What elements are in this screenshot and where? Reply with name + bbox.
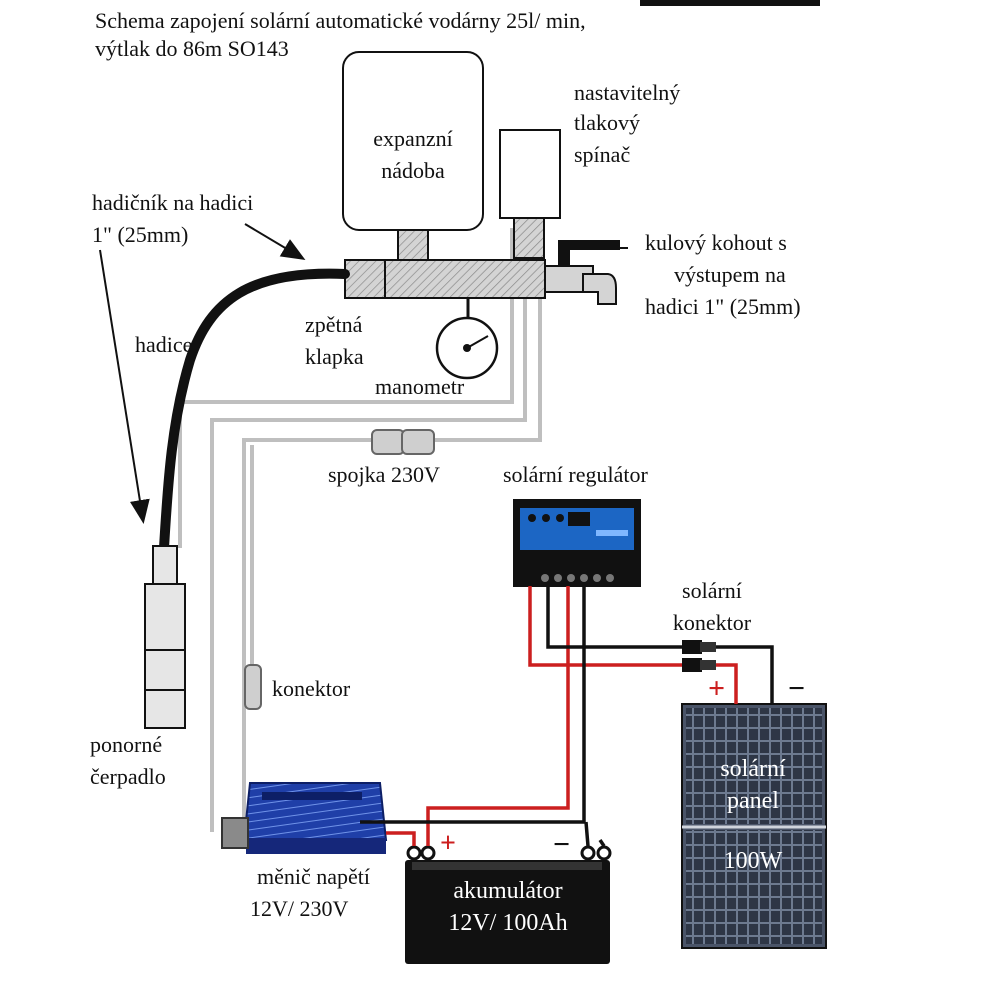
battery-label-1: akumulátor <box>453 878 562 904</box>
pressure-switch-label-1: nastavitelný <box>574 80 680 105</box>
connector-plug <box>244 664 262 710</box>
manometer-label: manometr <box>375 374 465 399</box>
inverter-label-1: měnič napětí <box>257 864 370 889</box>
connector-label: konektor <box>272 676 351 701</box>
solar-panel <box>681 703 827 949</box>
hose-fitting-label-1: hadičník na hadici <box>92 190 253 215</box>
solar-connector-plugs <box>682 640 716 672</box>
title-line-1: Schema zapojení solární automatické vodá… <box>95 8 586 33</box>
vessel-neck <box>397 229 429 261</box>
battery <box>405 860 610 964</box>
battery-terminals <box>406 845 612 861</box>
expansion-vessel-label-2: nádoba <box>381 158 445 183</box>
solar-panel-label-3: 100W <box>724 848 783 874</box>
solar-connector-label-1: solární <box>682 578 742 603</box>
solar-connector-label-2: konektor <box>673 610 752 635</box>
expansion-vessel-label-1: expanzní <box>373 126 452 151</box>
ball-valve-label-3: hadici 1" (25mm) <box>645 294 801 319</box>
pressure-switch-neck <box>513 217 545 259</box>
solar-panel-label-1: solární <box>720 756 786 782</box>
battery-label-2: 12V/ 100Ah <box>448 910 567 936</box>
pump-label-1: ponorné <box>90 732 162 757</box>
inverter-label-2: 12V/ 230V <box>250 896 349 921</box>
hose-label: hadice <box>135 332 192 357</box>
inverter <box>221 782 388 854</box>
submersible-pump <box>144 545 186 729</box>
hose-fitting-label-2: 1" (25mm) <box>92 222 188 247</box>
solar-panel-label-2: panel <box>727 788 779 814</box>
dc-black-wires <box>360 586 774 847</box>
coupler-230v-label: spojka 230V <box>328 462 440 487</box>
title-line-2: výtlak do 86m SO143 <box>95 36 289 61</box>
arrow-to-pump <box>99 249 150 524</box>
solar-regulator <box>513 499 641 587</box>
battery-minus-sign: − <box>553 828 570 861</box>
check-valve-body <box>344 259 386 299</box>
ball-valve <box>544 240 620 305</box>
manometer <box>435 298 499 380</box>
hose <box>159 268 350 553</box>
panel-minus-sign: − <box>788 672 805 705</box>
battery-plus-sign: + <box>440 828 456 859</box>
panel-plus-sign: + <box>708 672 725 705</box>
pressure-switch-label-2: tlakový <box>574 110 640 135</box>
coupler-230v <box>371 429 435 455</box>
dc-red-wires <box>386 586 738 846</box>
check-valve-label-1: zpětná <box>305 312 363 337</box>
solar-regulator-label: solární regulátor <box>503 462 648 487</box>
pressure-switch <box>499 129 561 219</box>
arrow-to-hose-fitting <box>244 223 306 261</box>
top-banner-edge <box>640 0 820 6</box>
pump-label-2: čerpadlo <box>90 764 166 789</box>
ball-valve-label-2: výstupem na <box>674 262 786 287</box>
pressure-switch-label-3: spínač <box>574 142 630 167</box>
check-valve-label-2: klapka <box>305 344 364 369</box>
ball-valve-label-1: kulový kohout s <box>645 230 787 255</box>
